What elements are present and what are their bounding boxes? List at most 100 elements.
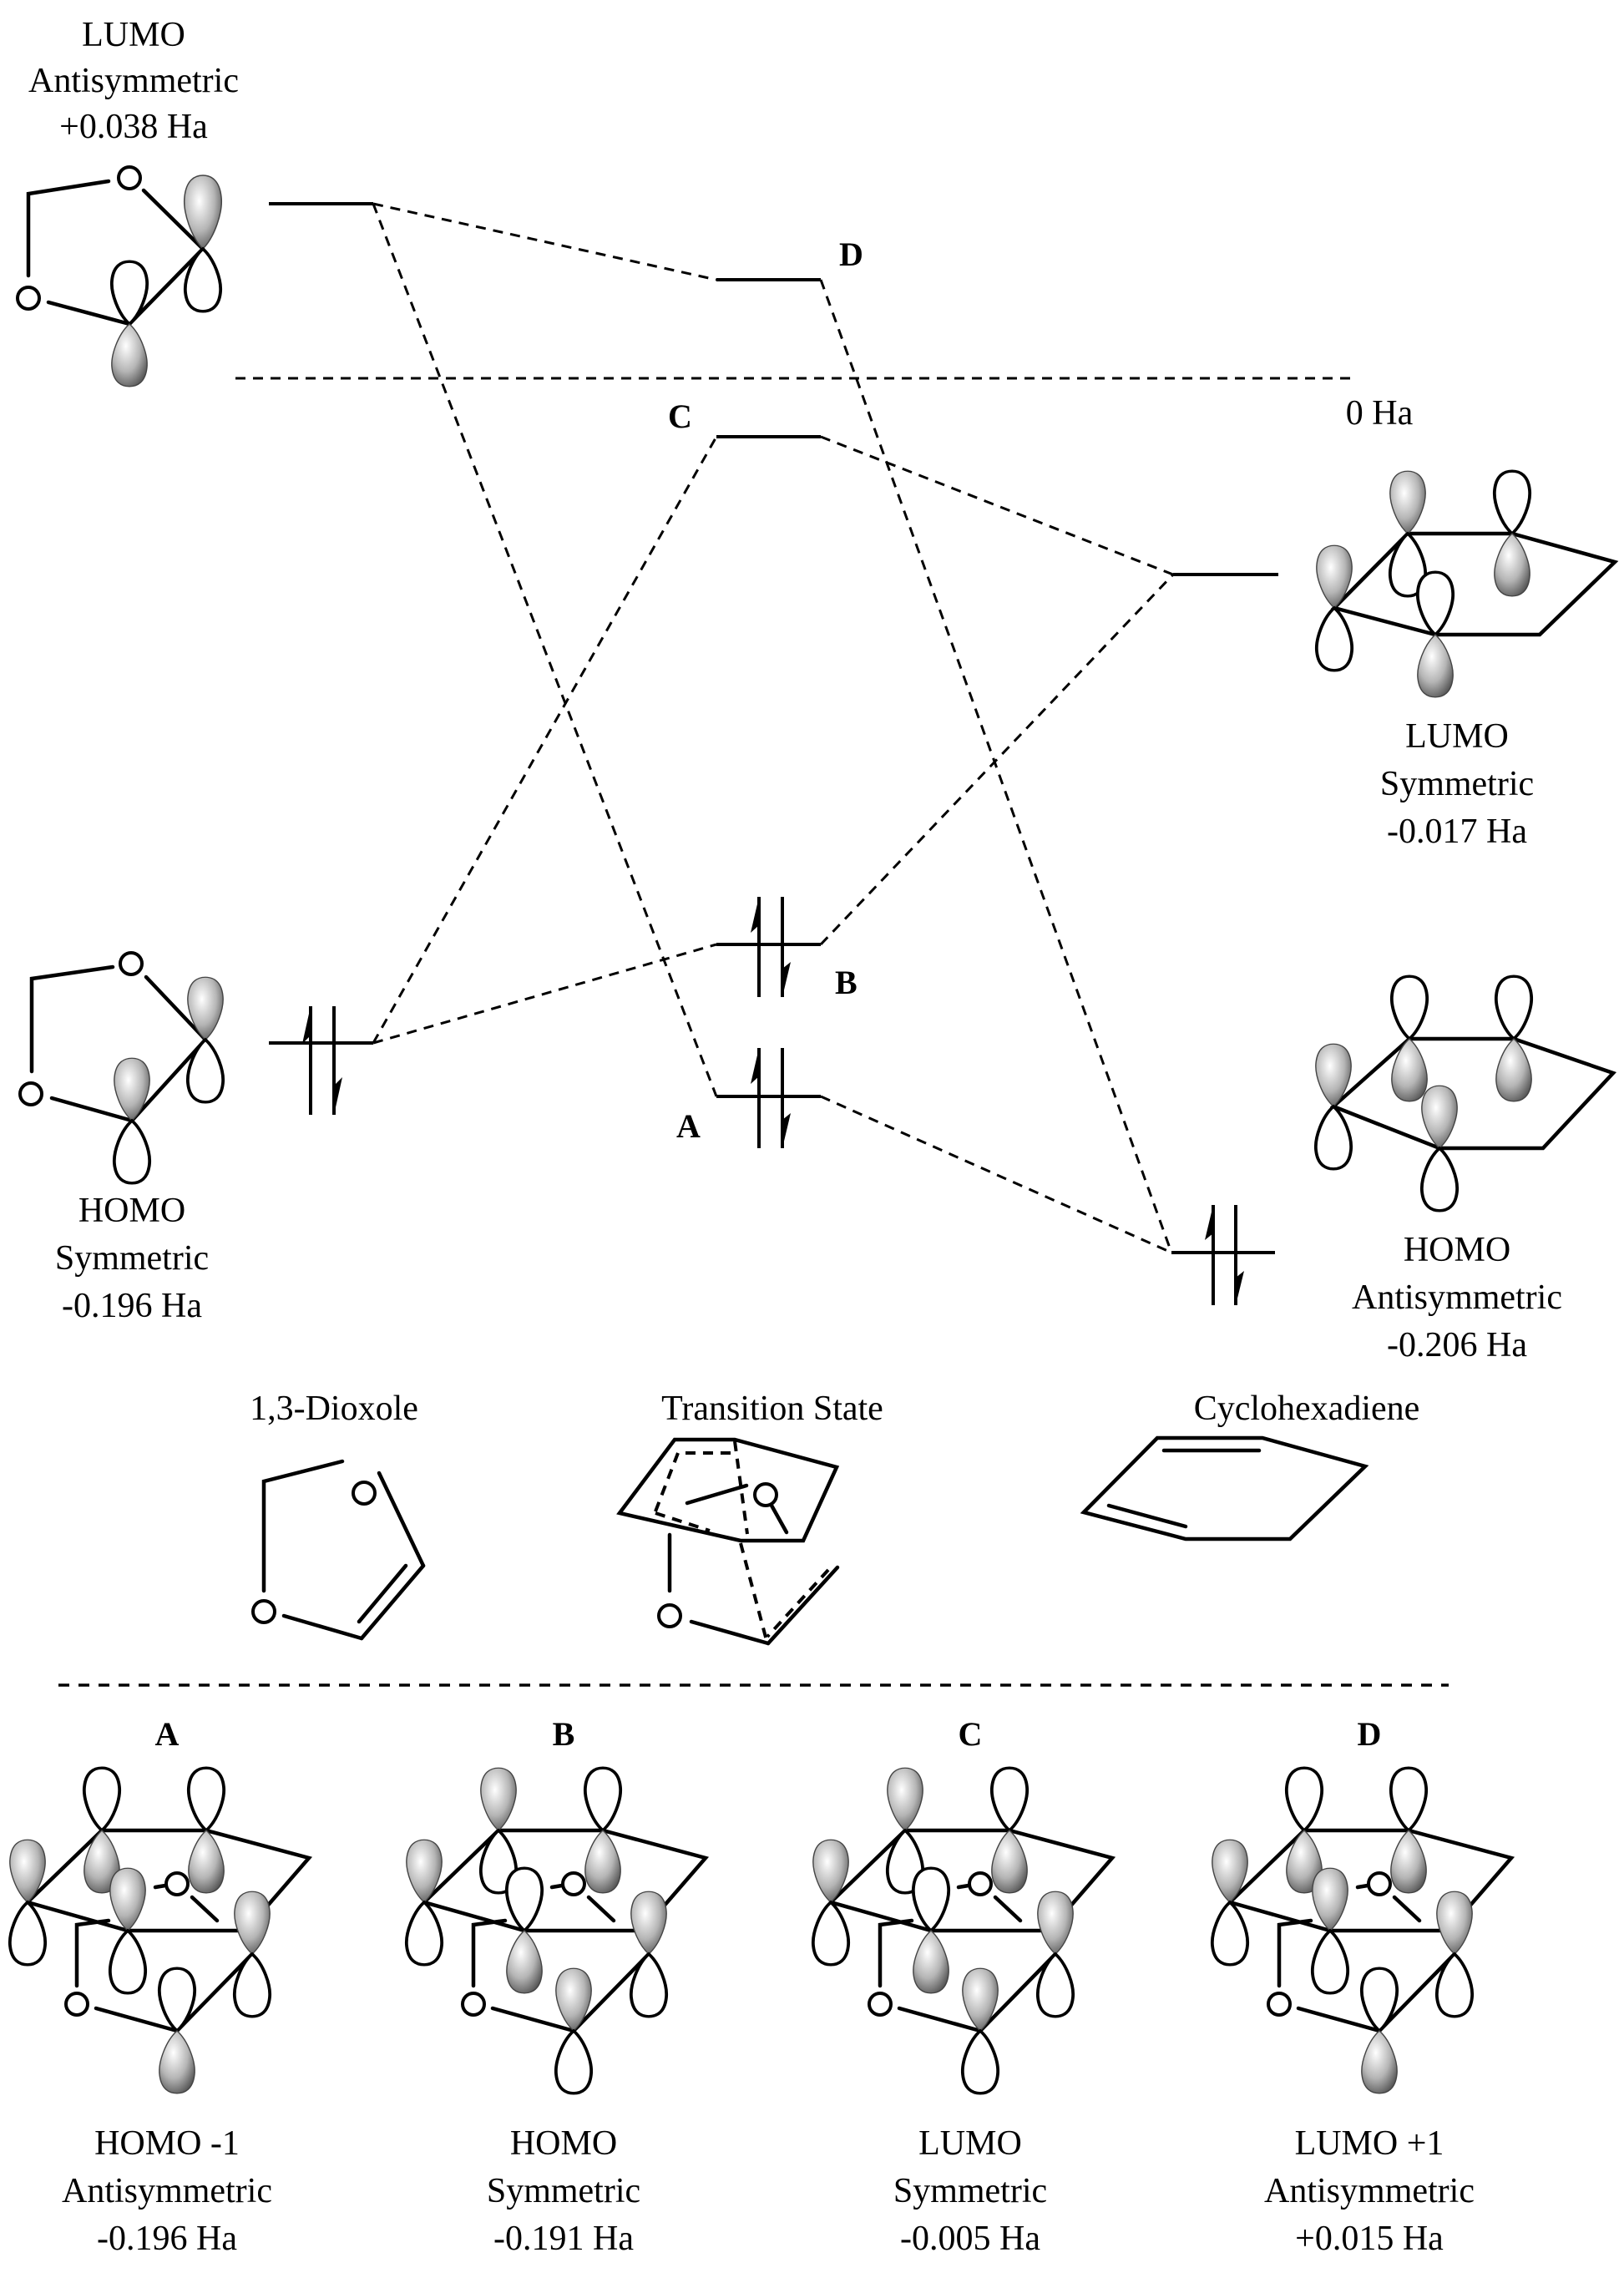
oxygen-atom (117, 165, 142, 190)
ts-orbital-letter: C (959, 1715, 983, 1753)
ts-orbital-title: LUMO (918, 2124, 1022, 2163)
ts-orbital-title: LUMO +1 (1295, 2124, 1444, 2163)
chd-structure (1080, 1435, 1369, 1541)
bond (685, 1483, 749, 1506)
oxygen-atom (16, 286, 41, 311)
ts-orbital-letter: A (155, 1715, 180, 1753)
bond (1296, 2006, 1382, 2033)
bond (190, 1895, 220, 1923)
level-label-c: C (668, 397, 692, 435)
filled-lobe (188, 1830, 225, 1894)
bond (1355, 1883, 1370, 1890)
dioxole-homo-orbital (18, 951, 225, 1185)
open-lobe (1284, 1766, 1324, 1832)
correlation-line-d-chd-homo (819, 279, 1173, 1253)
bond (978, 1952, 1058, 2033)
ts-orbital-symmetry: Antisymmetric (62, 2172, 272, 2210)
ts-orbital-letter: B (553, 1715, 575, 1753)
level-label-a: A (676, 1107, 701, 1145)
bond (377, 1471, 426, 1568)
filled-lobe (187, 976, 224, 1040)
filled-lobe (1436, 1891, 1473, 1955)
dioxole-lumo-orbital (16, 165, 223, 387)
open-lobe (1492, 469, 1532, 535)
bond (141, 188, 205, 251)
filled-lobe (111, 323, 148, 387)
ts-orbital-title: HOMO -1 (94, 2124, 240, 2163)
open-lobe (112, 1119, 152, 1185)
open-lobe (583, 1766, 623, 1832)
ring (1330, 531, 1619, 637)
open-lobe (232, 1952, 272, 2018)
ts-structure (616, 1437, 840, 1646)
open-lobe (504, 1866, 544, 1932)
filled-lobe (506, 1930, 543, 1994)
filled-lobe (1417, 634, 1454, 698)
bond (175, 1952, 255, 2033)
oxygen-atom (164, 1871, 190, 1896)
filled-lobe (991, 1830, 1028, 1894)
filled-lobe (887, 1767, 923, 1831)
filled-lobe (1389, 470, 1426, 534)
ts-orbital-energy: -0.196 Ha (97, 2220, 237, 2258)
chd-homo-symmetry: Antisymmetric (1352, 1278, 1562, 1317)
chd-homo-label: HOMO Antisymmetric -0.206 Ha (1352, 1231, 1562, 1364)
ts-orbital-symmetry: Symmetric (893, 2172, 1047, 2210)
bond (956, 1883, 971, 1890)
filled-lobe (913, 1930, 949, 1994)
open-lobe (960, 2029, 1000, 2095)
bond (261, 1459, 345, 1593)
filled-lobe (1312, 1867, 1348, 1931)
open-lobe (1415, 570, 1455, 636)
level-label-b: B (835, 964, 858, 1001)
ts-orbital-energy: -0.005 Ha (900, 2220, 1040, 2258)
bond (129, 1037, 208, 1123)
bond (74, 1918, 111, 1988)
forming-bond (766, 1568, 830, 1638)
bond (144, 975, 208, 1042)
oxygen-atom (657, 1603, 682, 1628)
filled-lobe (962, 1967, 999, 2032)
bond (766, 1565, 840, 1646)
dioxole-homo-symmetry: Symmetric (55, 1239, 209, 1278)
open-lobe (157, 1967, 197, 2033)
spin-up-head (1205, 1205, 1213, 1240)
bond (29, 964, 115, 1074)
dioxole-homo-energy: -0.196 Ha (62, 1287, 202, 1325)
bond (586, 1895, 616, 1923)
open-lobe (404, 1901, 444, 1967)
correlation-line-a-chd-homo (820, 1095, 1172, 1254)
bond (471, 1918, 508, 1988)
spin-down-head (334, 1077, 342, 1115)
forming-bond (654, 1451, 736, 1512)
oxygen-atom (753, 1482, 778, 1507)
filled-lobe (1316, 544, 1353, 609)
correlation-line-dioxole-lumo-a (372, 203, 718, 1097)
bond (689, 1619, 771, 1646)
oxygen-atom (561, 1871, 586, 1896)
dioxole-lumo-energy: +0.038 Ha (59, 108, 208, 146)
open-lobe (1313, 1105, 1353, 1171)
ts-orbital-symmetry: Antisymmetric (1264, 2172, 1475, 2210)
open-lobe (1434, 1952, 1475, 2018)
ts-orbital-symmetry: Symmetric (487, 2172, 640, 2210)
double-bond (1106, 1503, 1188, 1529)
filled-lobe (159, 2030, 195, 2094)
open-lobe (183, 247, 223, 313)
filled-lobe (555, 1967, 592, 2032)
oxygen-atom (1367, 1871, 1392, 1896)
bond (1277, 1918, 1313, 1988)
chd-structure-label: Cyclohexadiene (1194, 1390, 1420, 1428)
oxygen-atom (968, 1871, 993, 1896)
bond (897, 2006, 983, 2033)
bond (1377, 1952, 1457, 2033)
ts-orbital-a: A HOMO -1 Antisymmetric -0.196 Ha (8, 1715, 313, 2258)
spin-down-head (782, 962, 791, 997)
filled-lobe (114, 1057, 150, 1121)
open-lobe (82, 1766, 122, 1832)
electron-pair-ts-a (751, 1048, 791, 1148)
correlation-line-b-chd-lumo (819, 573, 1175, 946)
filled-lobe (1421, 1085, 1458, 1149)
